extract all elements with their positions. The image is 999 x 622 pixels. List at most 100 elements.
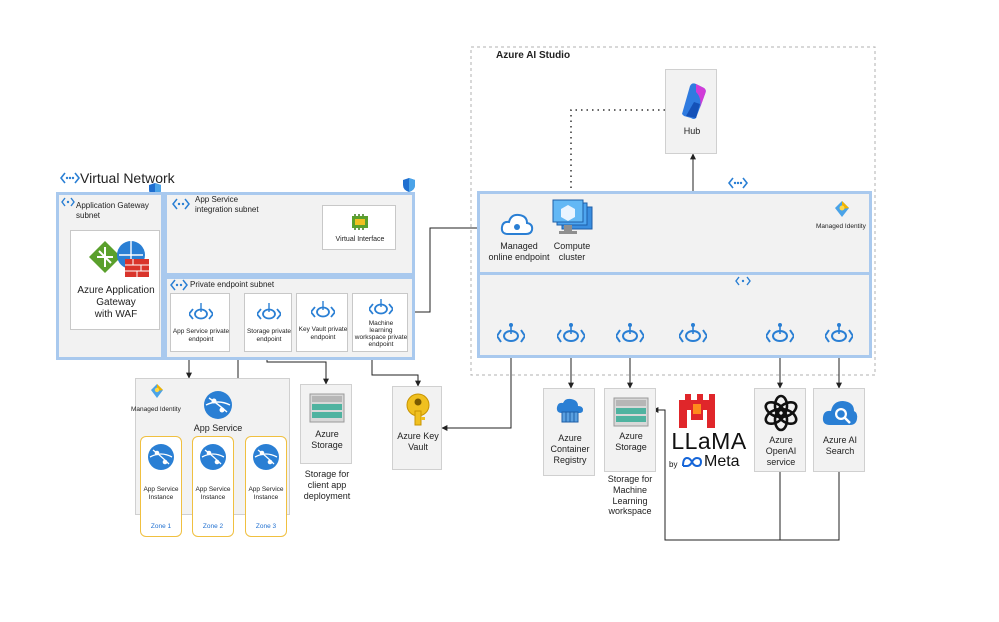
ml-pe-line2: learning (369, 327, 393, 335)
private-endpoint-icon (825, 323, 853, 343)
storage-pe-line2: endpoint (256, 335, 282, 343)
key-vault-box[interactable]: Azure Key Vault (392, 386, 442, 470)
ml-storage-box[interactable]: Azure Storage (604, 388, 656, 472)
vnet-icon (60, 172, 80, 184)
private-endpoint-icon (557, 323, 585, 343)
agw-box[interactable]: Azure Application Gateway with WAF (70, 230, 160, 330)
key-vault-icon (406, 393, 430, 426)
instance-3-line1: App Service (248, 486, 284, 493)
acr-line3: Registry (553, 454, 587, 465)
openai-line2: OpenAI (765, 445, 797, 456)
managed-endpoint-line1: Managed (500, 241, 538, 251)
azure-ai-hub-icon (682, 83, 706, 119)
cloud-endpoint-icon (500, 213, 534, 235)
keyvault-pe-line2: endpoint (310, 333, 336, 341)
managed-identity-icon (835, 201, 849, 217)
subnet-icon (170, 279, 188, 291)
openai-box[interactable]: Azure OpenAI service (754, 388, 806, 472)
client-storage-caption-3: deployment (303, 490, 351, 501)
keyvault-pe-line1: Key Vault private (298, 326, 348, 333)
shield-icon (403, 178, 415, 192)
ml-storage-line1: Azure (619, 431, 643, 441)
ai-vnet-divider (480, 272, 869, 275)
ai-search-line1: Azure AI (822, 435, 858, 445)
instance-1-line2: Instance (148, 493, 174, 501)
ml-storage-caption-4: workspace (608, 506, 652, 517)
app-service-pe-line1: App Service private (172, 328, 230, 335)
zone-2-box[interactable]: App Service Instance Zone 2 (192, 436, 234, 537)
storage-pe-box[interactable]: Storage private endpoint (244, 293, 292, 352)
private-endpoint-icon (766, 323, 794, 343)
agw-subnet-label: Application Gateway subnet (76, 201, 149, 220)
ml-storage-line2: Storage (615, 441, 647, 452)
ml-pe-box[interactable]: Machine learning workspace private endpo… (352, 293, 408, 352)
ml-pe-line3: workspace private (354, 334, 408, 342)
client-storage-line2: Storage (311, 439, 343, 450)
ml-storage-caption-2: Machine (612, 484, 648, 495)
zone-3-label: Zone 3 (255, 523, 277, 530)
llama-wordmark: LLaMA (671, 428, 747, 454)
subnet-icon (735, 276, 751, 286)
application-gateway-icon (89, 241, 149, 277)
managed-endpoint-line2: online endpoint (488, 251, 550, 262)
zone-1-label: Zone 1 (150, 523, 172, 530)
ml-storage-caption-1: Storage for (607, 474, 653, 484)
agw-line3: with WAF (94, 309, 138, 320)
pe-subnet-label: Private endpoint subnet (190, 280, 275, 289)
meta-wordmark: Meta (704, 453, 740, 470)
openai-line3: service (766, 456, 796, 467)
storage-icon (613, 397, 649, 427)
private-endpoint-icon (369, 299, 393, 315)
agw-line1: Azure Application (77, 285, 155, 296)
integration-subnet-line1: App Service (195, 195, 239, 204)
storage-pe-line1: Storage private (246, 328, 292, 335)
keyvault-pe-box[interactable]: Key Vault private endpoint (296, 293, 348, 352)
instance-1-line1: App Service (143, 486, 179, 493)
key-vault-line2: Vault (408, 441, 428, 452)
app-service-instance-icon (253, 444, 279, 470)
client-storage-box[interactable]: Azure Storage (300, 384, 352, 464)
acr-line2: Container (550, 443, 590, 454)
ai-search-line2: Search (825, 445, 855, 456)
instance-2-line1: App Service (195, 486, 231, 493)
client-storage-caption-2: client app (307, 479, 347, 490)
zone-3-box[interactable]: App Service Instance Zone 3 (245, 436, 287, 537)
app-service-instance-icon (200, 444, 226, 470)
vnet-title: Virtual Network (80, 170, 175, 186)
app-service-title: App Service (193, 423, 243, 433)
meta-logo-icon (682, 456, 703, 468)
app-service-icon (204, 391, 232, 419)
llama-logo-icon (677, 394, 717, 430)
acr-line1: Azure (558, 433, 582, 443)
ml-storage-caption-3: Learning (612, 495, 648, 506)
managed-identity-icon (151, 384, 163, 398)
openai-line1: Azure (769, 435, 793, 445)
zone-2-label: Zone 2 (202, 523, 224, 530)
subnet-icon (61, 197, 75, 207)
managed-identity-label: Managed Identity (816, 223, 866, 230)
container-registry-icon (556, 398, 583, 423)
agw-line2: Gateway (96, 297, 136, 308)
instance-2-line2: Instance (200, 493, 226, 501)
hub-box[interactable]: Hub (665, 69, 717, 154)
virtual-interface-box[interactable]: Virtual Interface (322, 205, 396, 250)
app-service-pe-box[interactable]: App Service private endpoint (170, 293, 230, 352)
ai-search-box[interactable]: Azure AI Search (813, 388, 865, 472)
ml-pe-line1: Machine (368, 320, 394, 327)
acr-box[interactable]: Azure Container Registry (543, 388, 595, 476)
storage-icon (309, 393, 345, 423)
private-endpoint-icon (189, 303, 213, 320)
key-vault-line1: Azure Key (397, 431, 439, 441)
hub-compute-dotted (566, 109, 665, 201)
app-service-pe-line2: endpoint (188, 335, 214, 343)
openai-icon (764, 394, 798, 432)
compute-cluster-line1: Compute (553, 241, 591, 251)
network-interface-icon (352, 214, 368, 230)
zone-1-box[interactable]: App Service Instance Zone 1 (140, 436, 182, 537)
private-endpoint-icon (257, 303, 281, 320)
integration-subnet-line2: integration subnet (195, 204, 259, 214)
app-managed-identity-label: Managed Identity (131, 406, 181, 413)
ml-pe-line4: endpoint (368, 341, 394, 349)
compute-cluster-line2: cluster (558, 251, 586, 262)
private-endpoint-icon (679, 323, 707, 343)
